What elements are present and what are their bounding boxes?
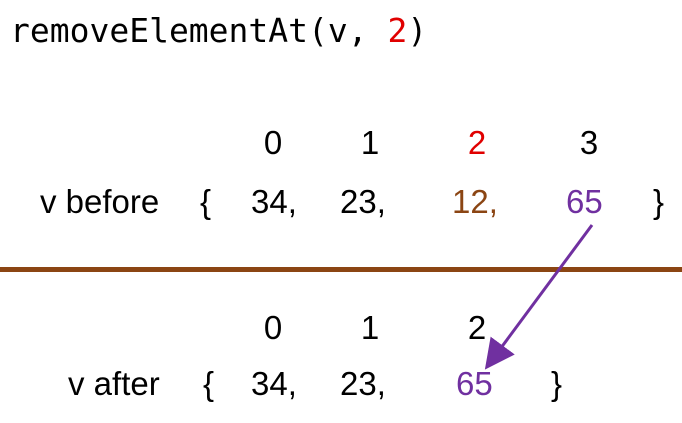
after-label: v after [68, 365, 160, 402]
move-arrow-line [484, 224, 594, 370]
before-close-brace: } [653, 183, 665, 220]
before-label: v before [40, 183, 160, 220]
before-value-2: 12, [452, 183, 498, 220]
before-index-0: 0 [263, 124, 283, 161]
before-value-1: 23, [340, 183, 386, 220]
before-index-3: 3 [579, 124, 599, 161]
after-value-0: 34, [251, 365, 297, 402]
before-index-1: 1 [360, 124, 380, 161]
before-open-brace: { [200, 183, 212, 220]
function-call-arg: 2 [387, 11, 408, 50]
before-value-3: 65 [566, 183, 603, 220]
function-call-suffix: ) [407, 11, 428, 50]
after-value-1: 23, [340, 365, 386, 402]
after-index-2: 2 [467, 309, 487, 346]
after-index-1: 1 [360, 309, 380, 346]
before-value-0: 34, [251, 183, 297, 220]
after-value-2: 65 [456, 365, 493, 402]
before-index-2: 2 [467, 124, 487, 161]
divider-line [0, 267, 682, 272]
after-index-0: 0 [263, 309, 283, 346]
after-open-brace: { [203, 365, 215, 402]
after-close-brace: } [551, 365, 563, 402]
function-call: removeElementAt(v, 2) [10, 14, 427, 47]
function-call-prefix: removeElementAt(v, [10, 11, 388, 50]
